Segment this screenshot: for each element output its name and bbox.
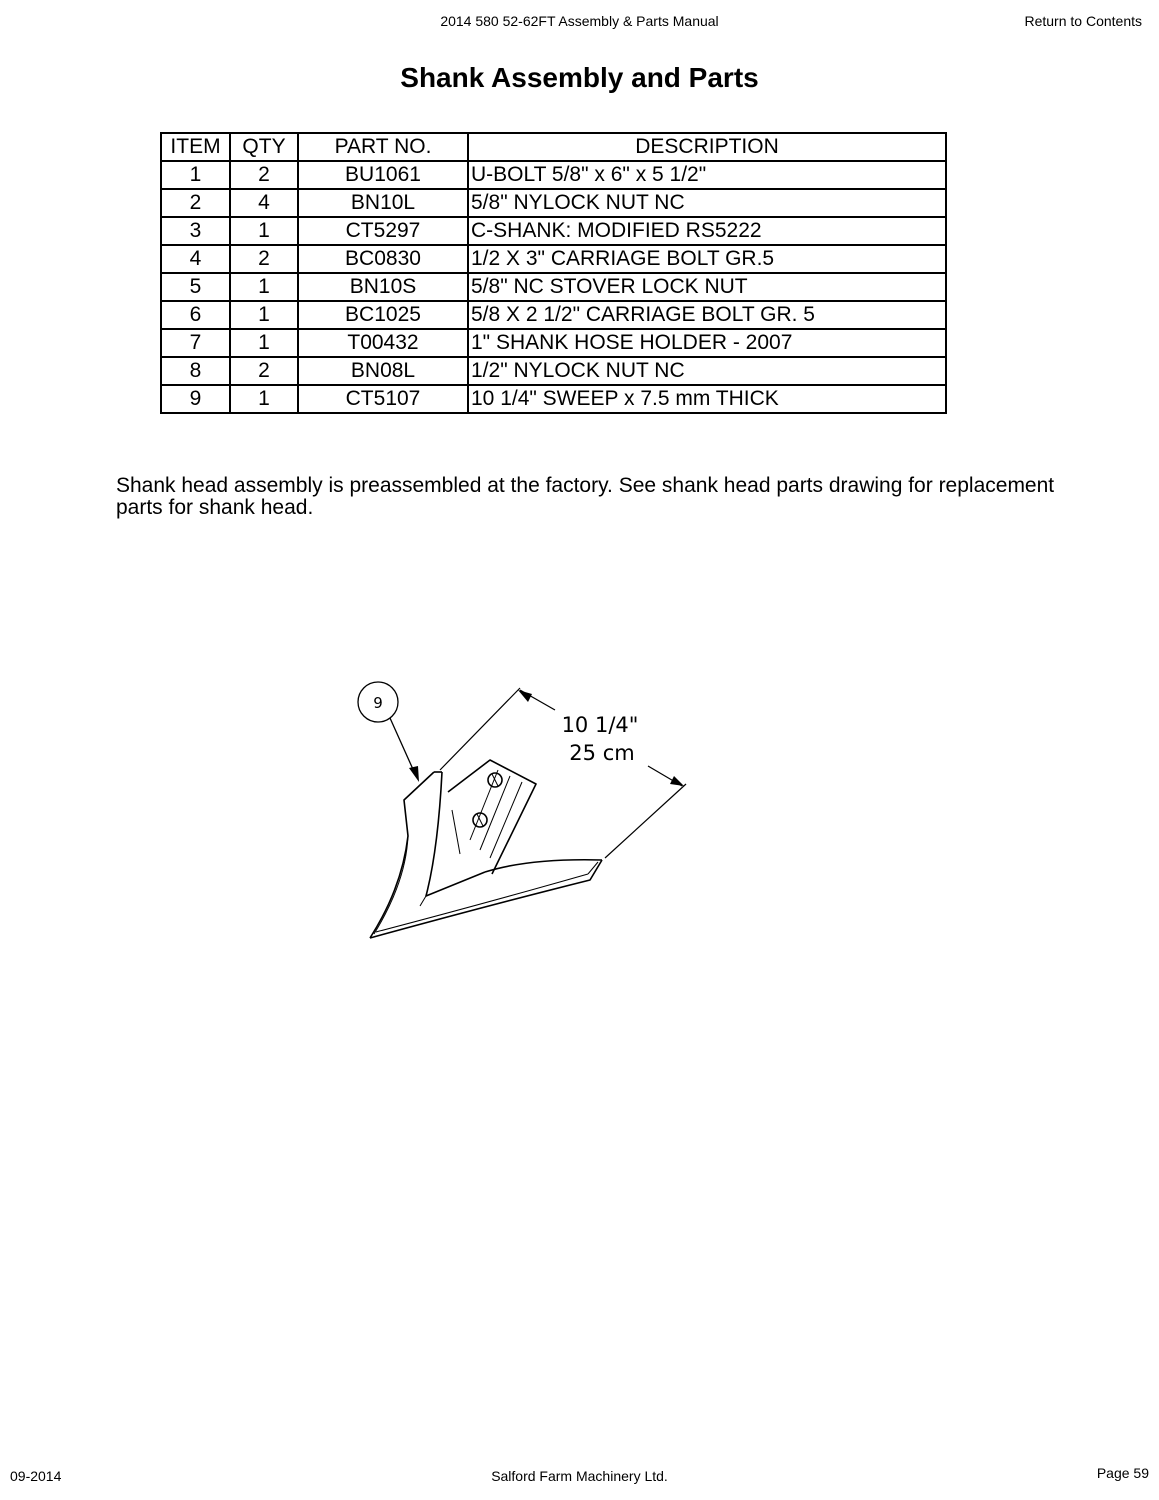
table-row: 5 1 BN10S 5/8" NC STOVER LOCK NUT	[160, 272, 947, 302]
part-no-cell: BN10S	[297, 272, 469, 302]
part-no-cell: CT5297	[297, 216, 469, 246]
item-cell: 5	[160, 272, 231, 302]
description-cell: C-SHANK: MODIFIED RS5222	[467, 216, 947, 246]
table-row: 7 1 T00432 1" SHANK HOSE HOLDER - 2007	[160, 328, 947, 358]
item-cell: 1	[160, 160, 231, 190]
dimension-arrow-left	[518, 690, 532, 702]
item-cell: 3	[160, 216, 231, 246]
qty-cell: 1	[229, 272, 299, 302]
part-no-cell: BU1061	[297, 160, 469, 190]
table-row: 8 2 BN08L 1/2" NYLOCK NUT NC	[160, 356, 947, 386]
item-cell: 8	[160, 356, 231, 386]
return-to-contents-link[interactable]: Return to Contents	[1024, 13, 1142, 29]
part-no-cell: CT5107	[297, 384, 469, 414]
sweep-drawing: 9	[357, 681, 687, 939]
qty-cell: 4	[229, 188, 299, 218]
page-title: Shank Assembly and Parts	[400, 62, 759, 93]
description-cell: 5/8" NYLOCK NUT NC	[467, 188, 947, 218]
manual-title: 2014 580 52-62FT Assembly & Parts Manual	[440, 13, 719, 29]
column-header-part-no: PART NO.	[297, 132, 469, 162]
dimension-arrow-right	[670, 776, 684, 786]
description-cell: 1/2 X 3" CARRIAGE BOLT GR.5	[467, 244, 947, 274]
sweep-part	[369, 759, 603, 939]
part-no-cell: BC0830	[297, 244, 469, 274]
table-row: 1 2 BU1061 U-BOLT 5/8" x 6" x 5 1/2"	[160, 160, 947, 190]
item-cell: 4	[160, 244, 231, 274]
part-no-cell: BN08L	[297, 356, 469, 386]
table-row: 4 2 BC0830 1/2 X 3" CARRIAGE BOLT GR.5	[160, 244, 947, 274]
parts-table: ITEM QTY PART NO. DESCRIPTION 1 2 BU1061…	[160, 132, 947, 414]
description-cell: 1" SHANK HOSE HOLDER - 2007	[467, 328, 947, 358]
part-no-cell: BN10L	[297, 188, 469, 218]
item-cell: 2	[160, 188, 231, 218]
description-cell: 10 1/4" SWEEP x 7.5 mm THICK	[467, 384, 947, 414]
footer-page-number: Page 59	[1096, 1465, 1149, 1481]
table-header-row: ITEM QTY PART NO. DESCRIPTION	[160, 132, 947, 162]
column-header-description: DESCRIPTION	[467, 132, 947, 162]
table-row: 3 1 CT5297 C-SHANK: MODIFIED RS5222	[160, 216, 947, 246]
table-row: 9 1 CT5107 10 1/4" SWEEP x 7.5 mm THICK	[160, 384, 947, 414]
assembly-note: Shank head assembly is preassembled at t…	[116, 474, 1055, 519]
description-cell: 1/2" NYLOCK NUT NC	[467, 356, 947, 386]
dimension-imperial-label: 10 1/4"	[562, 713, 639, 737]
part-no-cell: BC1025	[297, 300, 469, 330]
description-cell: 5/8 X 2 1/2" CARRIAGE BOLT GR. 5	[467, 300, 947, 330]
qty-cell: 1	[229, 300, 299, 330]
item-callout: 9	[357, 681, 419, 782]
qty-cell: 1	[229, 328, 299, 358]
item-cell: 9	[160, 384, 231, 414]
footer-company: Salford Farm Machinery Ltd.	[491, 1468, 668, 1484]
part-no-cell: T00432	[297, 328, 469, 358]
table-row: 2 4 BN10L 5/8" NYLOCK NUT NC	[160, 188, 947, 218]
dimension-metric-label: 25 cm	[569, 741, 634, 765]
qty-cell: 1	[229, 384, 299, 414]
description-cell: 5/8" NC STOVER LOCK NUT	[467, 272, 947, 302]
callout-number: 9	[373, 694, 383, 712]
footer-date: 09-2014	[10, 1468, 62, 1484]
item-cell: 7	[160, 328, 231, 358]
qty-cell: 1	[229, 216, 299, 246]
column-header-qty: QTY	[229, 132, 299, 162]
qty-cell: 2	[229, 356, 299, 386]
qty-cell: 2	[229, 160, 299, 190]
item-cell: 6	[160, 300, 231, 330]
column-header-item: ITEM	[160, 132, 231, 162]
table-row: 6 1 BC1025 5/8 X 2 1/2" CARRIAGE BOLT GR…	[160, 300, 947, 330]
description-cell: U-BOLT 5/8" x 6" x 5 1/2"	[467, 160, 947, 190]
qty-cell: 2	[229, 244, 299, 274]
